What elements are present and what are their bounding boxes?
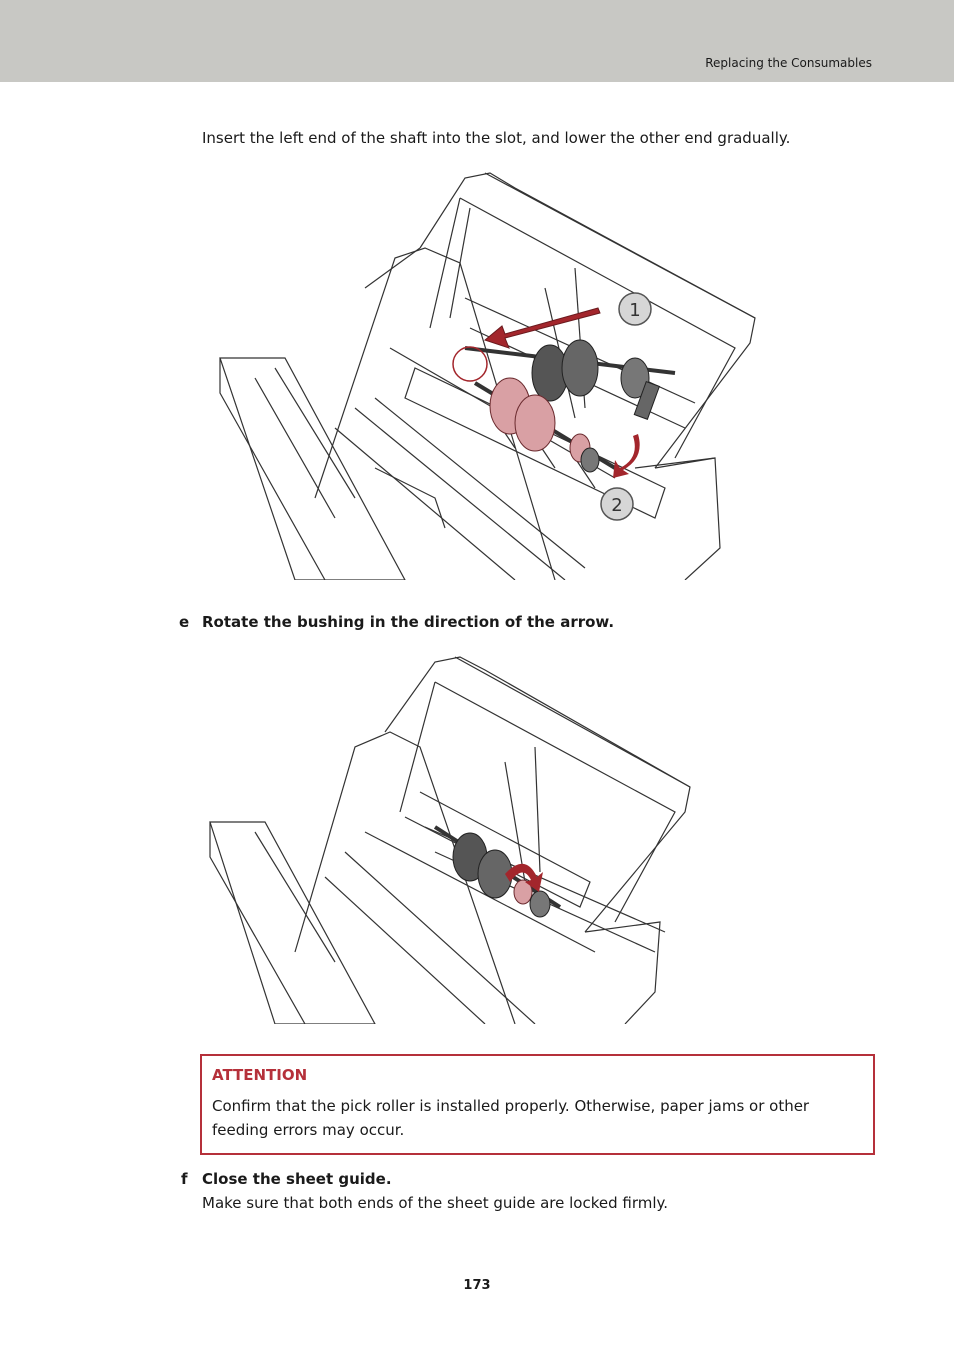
step-e-letter: e bbox=[179, 613, 190, 631]
scanner-body bbox=[219, 172, 756, 580]
step-e-title: Rotate the bushing in the direction of t… bbox=[202, 613, 615, 631]
attention-label: ATTENTION bbox=[212, 1066, 308, 1084]
scanner-illustration-insert-shaft: 1 2 bbox=[219, 172, 756, 580]
callout-2-label: 2 bbox=[611, 495, 622, 516]
lower-arrow bbox=[613, 434, 640, 478]
section-title: Replacing the Consumables bbox=[705, 56, 872, 70]
step-f-body: Make sure that both ends of the sheet gu… bbox=[202, 1194, 669, 1212]
callout-2: 2 bbox=[600, 487, 634, 521]
callout-1: 1 bbox=[618, 292, 652, 326]
scanner-body bbox=[209, 656, 691, 1024]
pick-roller-assembly bbox=[464, 339, 676, 473]
slot-highlight bbox=[452, 346, 488, 382]
step-f-letter: f bbox=[181, 1170, 188, 1188]
rotate-arrow bbox=[505, 863, 543, 892]
attention-box: ATTENTION Confirm that the pick roller i… bbox=[200, 1054, 875, 1155]
intro-text: Insert the left end of the shaft into th… bbox=[202, 129, 791, 147]
callout-1-label: 1 bbox=[629, 300, 640, 321]
attention-text: Confirm that the pick roller is installe… bbox=[212, 1097, 810, 1139]
page-number: 173 bbox=[463, 1278, 491, 1293]
header-band: Replacing the Consumables bbox=[0, 0, 954, 82]
insert-arrow bbox=[483, 307, 601, 349]
scanner-illustration-rotate-bushing bbox=[209, 656, 691, 1024]
step-f-title: Close the sheet guide. bbox=[202, 1170, 392, 1188]
pick-roller-installed bbox=[433, 825, 562, 918]
